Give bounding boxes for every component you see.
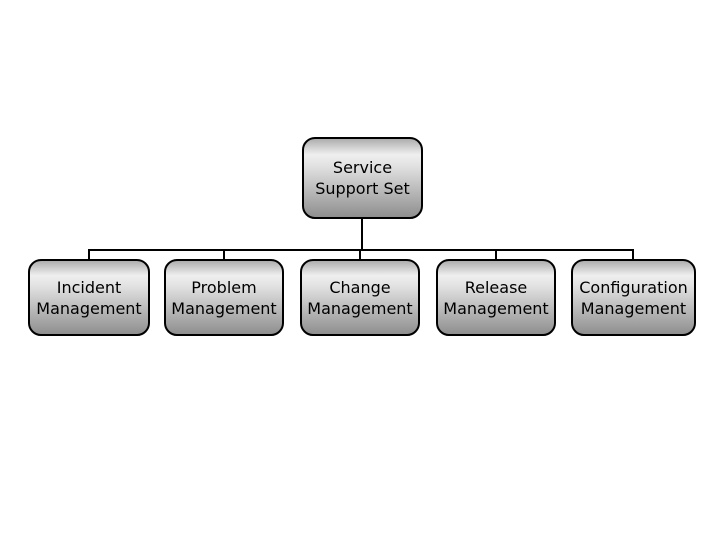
node-service-support-set: Service Support Set (302, 137, 423, 219)
connector-horizontal-bus (88, 249, 634, 251)
node-change-management: Change Management (300, 259, 420, 336)
node-label: Incident Management (36, 277, 142, 318)
connector-stub-change (359, 249, 361, 260)
node-problem-management: Problem Management (164, 259, 284, 336)
node-incident-management: Incident Management (28, 259, 150, 336)
node-label: Configuration Management (579, 277, 688, 318)
connector-stub-problem (223, 249, 225, 260)
connector-stub-release (495, 249, 497, 260)
node-release-management: Release Management (436, 259, 556, 336)
node-label: Problem Management (171, 277, 277, 318)
node-label: Service Support Set (315, 158, 410, 198)
node-configuration-management: Configuration Management (571, 259, 696, 336)
connector-stub-incident (88, 249, 90, 260)
node-label: Release Management (443, 277, 549, 318)
connector-root-drop-line (361, 217, 363, 251)
node-label: Change Management (307, 277, 413, 318)
connector-stub-configuration (632, 249, 634, 260)
